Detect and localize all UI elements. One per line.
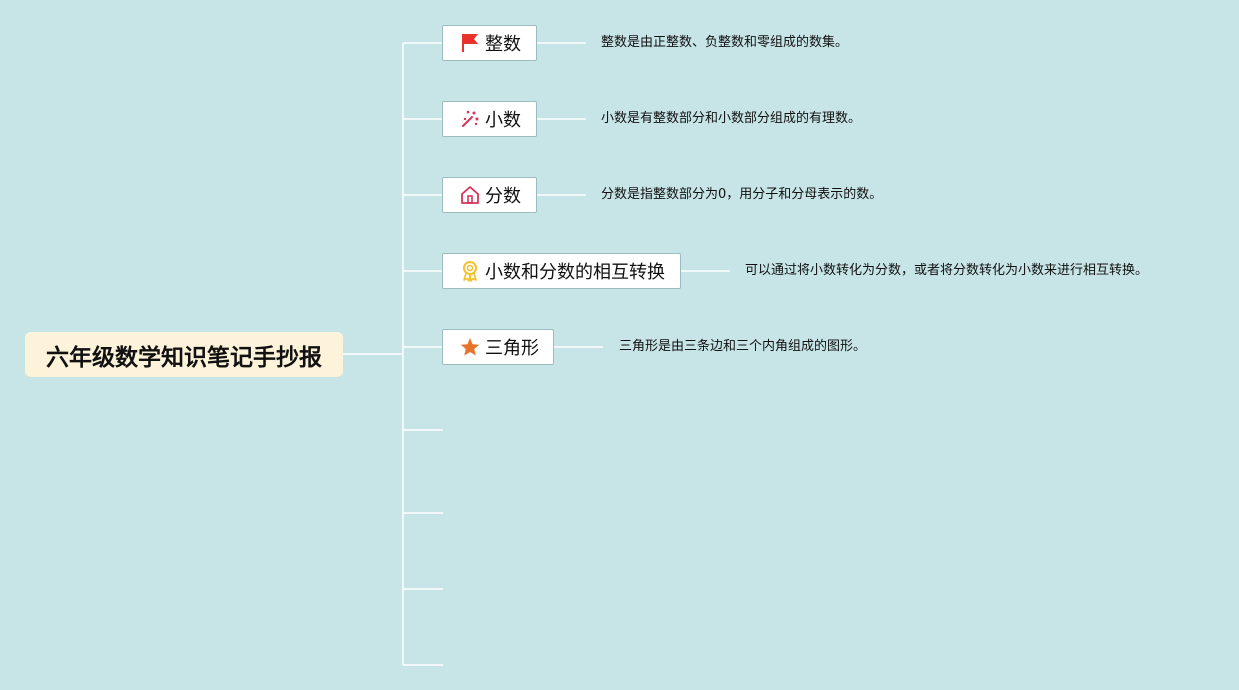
topic-triangle[interactable]: 三角形	[442, 329, 554, 365]
topic-description: 分数是指整数部分为0，用分子和分母表示的数。	[601, 187, 883, 202]
topic-description: 可以通过将小数转化为分数，或者将分数转化为小数来进行相互转换。	[745, 263, 1149, 278]
star-icon	[459, 336, 481, 358]
topic-label: 三角形	[485, 338, 539, 359]
root-topic-title: 六年级数学知识笔记手抄报	[46, 344, 322, 371]
topic-decimal-fraction-conversion[interactable]: 小数和分数的相互转换	[442, 253, 681, 289]
award-medal-icon	[459, 260, 481, 282]
topic-integer[interactable]: 整数	[442, 25, 537, 61]
topic-description: 三角形是由三条边和三个内角组成的图形。	[619, 339, 867, 354]
topic-decimal[interactable]: 小数	[442, 101, 537, 137]
topic-label: 小数	[485, 110, 521, 131]
topic-label: 小数和分数的相互转换	[485, 262, 665, 283]
root-topic[interactable]: 六年级数学知识笔记手抄报	[25, 332, 343, 377]
topic-description: 小数是有整数部分和小数部分组成的有理数。	[601, 111, 862, 126]
topic-description: 整数是由正整数、负整数和零组成的数集。	[601, 35, 849, 50]
topic-label: 分数	[485, 186, 521, 207]
topic-fraction[interactable]: 分数	[442, 177, 537, 213]
sparkle-wand-icon	[459, 108, 481, 130]
topic-label: 整数	[485, 34, 521, 55]
home-icon	[459, 184, 481, 206]
red-flag-icon	[459, 32, 481, 54]
